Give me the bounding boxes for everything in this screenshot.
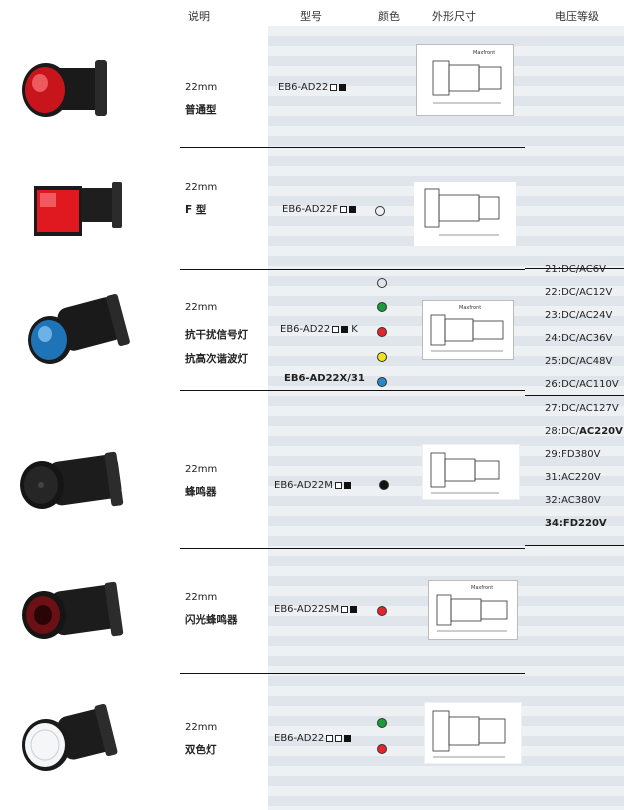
voltage-item: 26:DC/AC110V <box>545 379 619 390</box>
color-dot-green <box>377 302 387 312</box>
row-separator <box>525 268 624 269</box>
header-voltage: 电压等级 <box>555 10 599 23</box>
row5-size: 22mm <box>185 592 218 603</box>
row5-model: EB6-AD22SM <box>274 604 358 615</box>
row1-dimension-drawing: Maxfront <box>416 44 514 116</box>
row3-extra-model: EB6-AD22X/31 <box>284 373 365 384</box>
header-description: 说明 <box>188 10 210 23</box>
color-dot-white <box>375 206 385 216</box>
row6-model-code: EB6-AD22 <box>274 733 325 744</box>
color-dot-white <box>377 278 387 288</box>
row2-size: 22mm <box>185 182 218 193</box>
voltage-item: 31:AC220V <box>545 472 601 483</box>
product-image-flash-buzzer <box>0 570 175 660</box>
row3-name: 抗干扰信号灯 <box>185 329 248 341</box>
row-separator <box>180 390 525 391</box>
row-separator <box>525 545 624 546</box>
row3-dimension-drawing: Maxfront <box>422 300 514 360</box>
open-square-icon <box>335 735 343 742</box>
color-dot-yellow <box>377 352 387 362</box>
row2-dimension-drawing <box>414 182 516 246</box>
voltage-prefix: 28:DC/ <box>545 426 580 437</box>
row4-size: 22mm <box>185 464 218 475</box>
voltage-item: 23:DC/AC24V <box>545 310 613 321</box>
row-separator <box>180 269 525 270</box>
voltage-bold: AC220V <box>579 426 623 437</box>
row4-model-code: EB6-AD22M <box>274 480 333 491</box>
voltage-item: 32:AC380V <box>545 495 601 506</box>
color-dot-red <box>377 327 387 337</box>
filled-square-icon <box>350 606 358 613</box>
row3-model-code: EB6-AD22 <box>280 324 331 335</box>
dimension-drawing-label: Maxfront <box>459 305 481 311</box>
open-square-icon <box>330 84 338 91</box>
product-image-bicolor-lamp <box>0 690 175 790</box>
row3-extra-name: 抗高次谐波灯 <box>185 353 248 365</box>
color-dot-red <box>377 744 387 754</box>
filled-square-icon <box>341 326 349 333</box>
filled-square-icon <box>343 482 351 489</box>
voltage-item: 24:DC/AC36V <box>545 333 613 344</box>
striped-background <box>268 26 624 810</box>
row6-size: 22mm <box>185 722 218 733</box>
row3-model-suffix: K <box>351 324 358 335</box>
color-dot-red <box>377 606 387 616</box>
row6-dimension-drawing <box>424 702 522 764</box>
header-color: 颜色 <box>378 10 400 23</box>
dimension-drawing-label: Maxfront <box>471 585 493 591</box>
filled-square-icon <box>339 84 347 91</box>
filled-square-icon <box>344 735 352 742</box>
product-image-blue-lamp <box>0 280 175 385</box>
row-separator <box>525 395 624 396</box>
open-square-icon <box>339 206 347 213</box>
color-dot-green <box>377 718 387 728</box>
product-image-buzzer <box>0 440 175 530</box>
voltage-item: 25:DC/AC48V <box>545 356 613 367</box>
color-dot-black <box>379 480 389 490</box>
header-model: 型号 <box>300 10 322 23</box>
header-dimension: 外形尺寸 <box>432 10 476 23</box>
row4-dimension-drawing <box>422 444 520 500</box>
row3-model: EB6-AD22 K <box>280 324 358 335</box>
open-square-icon <box>334 482 342 489</box>
row5-dimension-drawing: Maxfront <box>428 580 518 640</box>
row1-name: 普通型 <box>185 104 217 116</box>
row4-model: EB6-AD22M <box>274 480 351 491</box>
row1-model: EB6-AD22 <box>278 82 347 93</box>
row6-description: 22mm 双色灯 <box>185 720 217 758</box>
row-separator <box>180 147 525 148</box>
voltage-item: 21:DC/AC6V <box>545 264 606 275</box>
row3-description: 22mm 抗干扰信号灯 抗高次谐波灯 <box>185 300 248 367</box>
row1-model-code: EB6-AD22 <box>278 82 329 93</box>
product-image-red-round-lamp <box>0 40 175 140</box>
row-separator <box>180 673 525 674</box>
voltage-item: 28:DC/AC220V <box>545 426 623 437</box>
open-square-icon <box>341 606 349 613</box>
voltage-item: 29:FD380V <box>545 449 601 460</box>
row4-name: 蜂鸣器 <box>185 486 217 498</box>
voltage-item: 34:FD220V <box>545 518 607 529</box>
row1-size: 22mm <box>185 82 218 93</box>
dimension-drawing-label: Maxfront <box>473 50 495 56</box>
row1-description: 22mm 普通型 <box>185 80 217 118</box>
row4-description: 22mm 蜂鸣器 <box>185 462 217 500</box>
color-dot-blue <box>377 377 387 387</box>
row2-model-code: EB6-AD22F <box>282 204 338 215</box>
filled-square-icon <box>348 206 356 213</box>
row5-model-code: EB6-AD22SM <box>274 604 340 615</box>
row6-name: 双色灯 <box>185 744 217 756</box>
row2-description: 22mm F 型 <box>185 180 217 218</box>
row2-model: EB6-AD22F <box>282 204 356 215</box>
row-separator <box>180 548 525 549</box>
row5-name: 闪光蜂鸣器 <box>185 614 238 626</box>
row3-size: 22mm <box>185 302 218 313</box>
voltage-item: 27:DC/AC127V <box>545 403 619 414</box>
open-square-icon <box>332 326 340 333</box>
voltage-item: 22:DC/AC12V <box>545 287 613 298</box>
row6-model: EB6-AD22 <box>274 733 352 744</box>
product-image-red-square-lamp <box>0 160 175 260</box>
row2-name: F 型 <box>185 204 207 216</box>
open-square-icon <box>326 735 334 742</box>
row5-description: 22mm 闪光蜂鸣器 <box>185 590 238 628</box>
